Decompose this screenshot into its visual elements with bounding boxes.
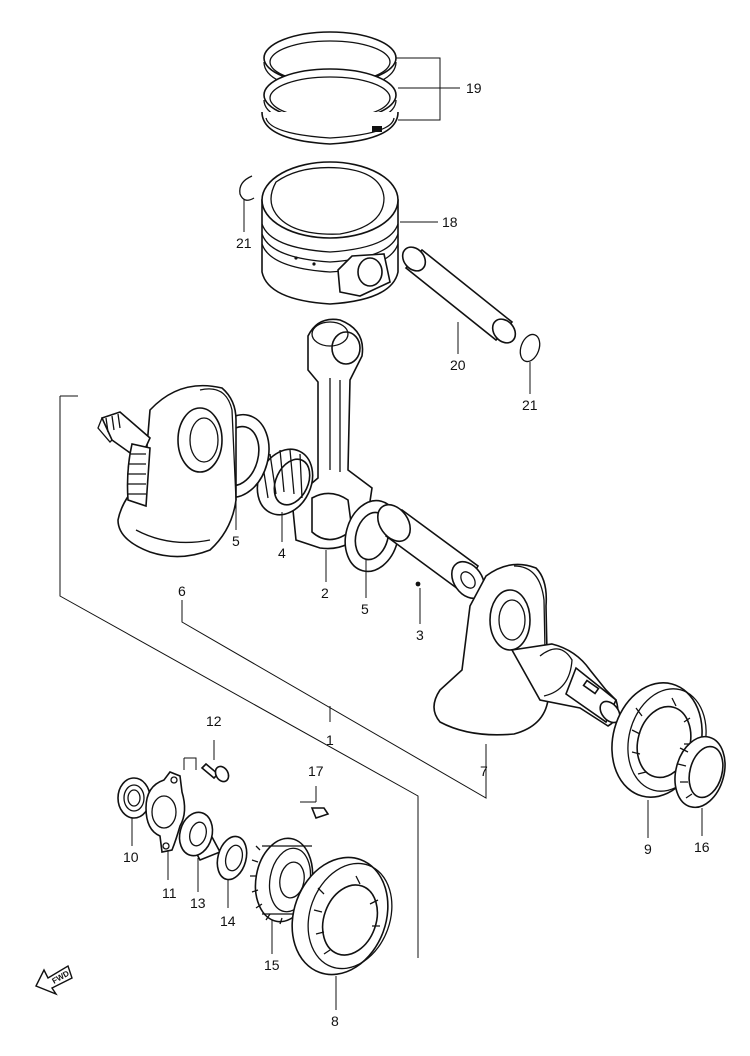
callout-14: 14 [220, 913, 236, 929]
callout-19: 19 [466, 80, 482, 96]
callout-21-upper: 21 [236, 235, 252, 251]
callout-10: 10 [123, 849, 139, 865]
callout-21-right: 21 [522, 397, 538, 413]
fwd-arrow-icon: FWD [35, 964, 73, 996]
crankshaft-right [433, 563, 621, 736]
callout-2: 2 [321, 585, 329, 601]
callout-6: 6 [178, 583, 186, 599]
callout-15: 15 [264, 957, 280, 973]
callout-3: 3 [416, 627, 424, 643]
callout-11: 11 [162, 885, 177, 901]
callout-5-right: 5 [361, 601, 369, 617]
circlip-upper [239, 175, 255, 201]
spacer-10 [117, 777, 151, 819]
callout-labels: 19 18 21 20 21 5 4 6 2 5 3 1 12 17 7 9 1… [123, 80, 710, 1029]
connecting-rod [291, 318, 373, 550]
callout-16: 16 [694, 839, 710, 855]
needle-bearing [256, 448, 314, 516]
callout-9: 9 [644, 841, 652, 857]
callout-8: 8 [331, 1013, 339, 1029]
crankshaft-left [97, 384, 237, 558]
callout-7: 7 [480, 763, 488, 779]
piston-rings [261, 31, 399, 145]
callout-12: 12 [206, 713, 222, 729]
callout-13: 13 [190, 895, 206, 911]
piston-pin [401, 246, 517, 344]
callout-20: 20 [450, 357, 466, 373]
callout-1: 1 [326, 732, 334, 748]
main-bearing-left [291, 856, 393, 976]
spacer-13 [178, 811, 222, 862]
washer-14 [216, 835, 248, 881]
key [310, 807, 330, 819]
crank-pin [376, 503, 486, 600]
assembly-brackets [59, 57, 703, 1010]
circlip-right [519, 333, 541, 363]
callout-18: 18 [442, 214, 458, 230]
bolt [200, 762, 230, 783]
piston [261, 161, 399, 305]
retainer-plate [145, 771, 186, 853]
callout-5-left: 5 [232, 533, 240, 549]
callout-17: 17 [308, 763, 324, 779]
oil-seal [674, 735, 726, 809]
callout-4: 4 [278, 545, 286, 561]
